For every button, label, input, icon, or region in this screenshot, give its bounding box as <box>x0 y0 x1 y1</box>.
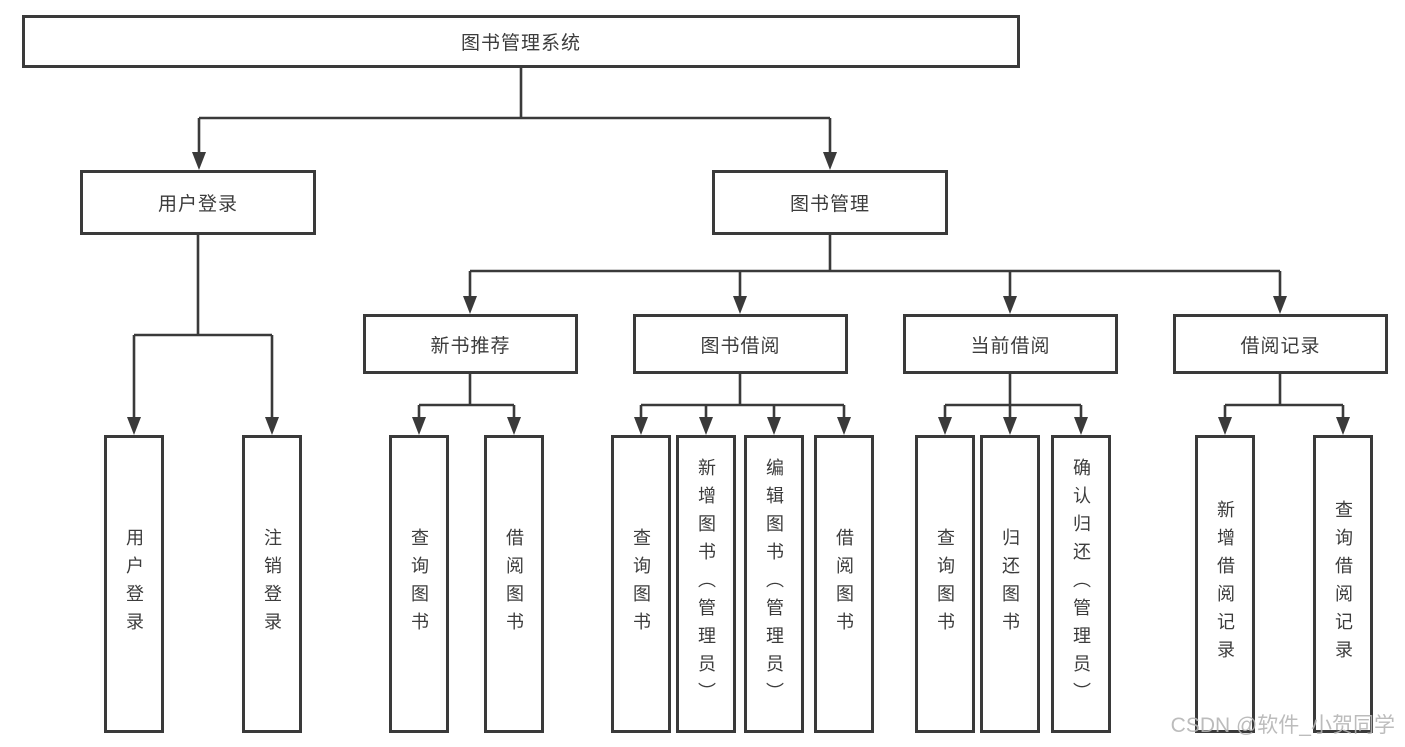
csdn-watermark: CSDN @软件_小贺同学 <box>1170 714 1395 737</box>
node-borrowing-records: 借阅记录 <box>1173 314 1388 374</box>
leaf-current-confirm-return-admin: 确认归还（管理员） <box>1051 435 1111 733</box>
node-user-login: 用户登录 <box>80 170 316 235</box>
leaf-records-add-record: 新增借阅记录 <box>1195 435 1255 733</box>
leaf-borrowing-add-books-admin: 新增图书（管理员） <box>676 435 736 733</box>
leaf-current-query-books: 查询图书 <box>915 435 975 733</box>
node-root: 图书管理系统 <box>22 15 1020 68</box>
node-book-management: 图书管理 <box>712 170 948 235</box>
leaf-current-return-books: 归还图书 <box>980 435 1040 733</box>
leaf-newbooks-borrow-books: 借阅图书 <box>484 435 544 733</box>
leaf-newbooks-query-books: 查询图书 <box>389 435 449 733</box>
node-book-borrowing: 图书借阅 <box>633 314 848 374</box>
node-current-borrowing: 当前借阅 <box>903 314 1118 374</box>
leaf-logout: 注销登录 <box>242 435 302 733</box>
leaf-borrowing-borrow-books: 借阅图书 <box>814 435 874 733</box>
node-new-book-recommend: 新书推荐 <box>363 314 578 374</box>
leaf-records-query-record: 查询借阅记录 <box>1313 435 1373 733</box>
leaf-borrowing-query-books: 查询图书 <box>611 435 671 733</box>
leaf-user-login: 用户登录 <box>104 435 164 733</box>
leaf-borrowing-edit-books-admin: 编辑图书（管理员） <box>744 435 804 733</box>
